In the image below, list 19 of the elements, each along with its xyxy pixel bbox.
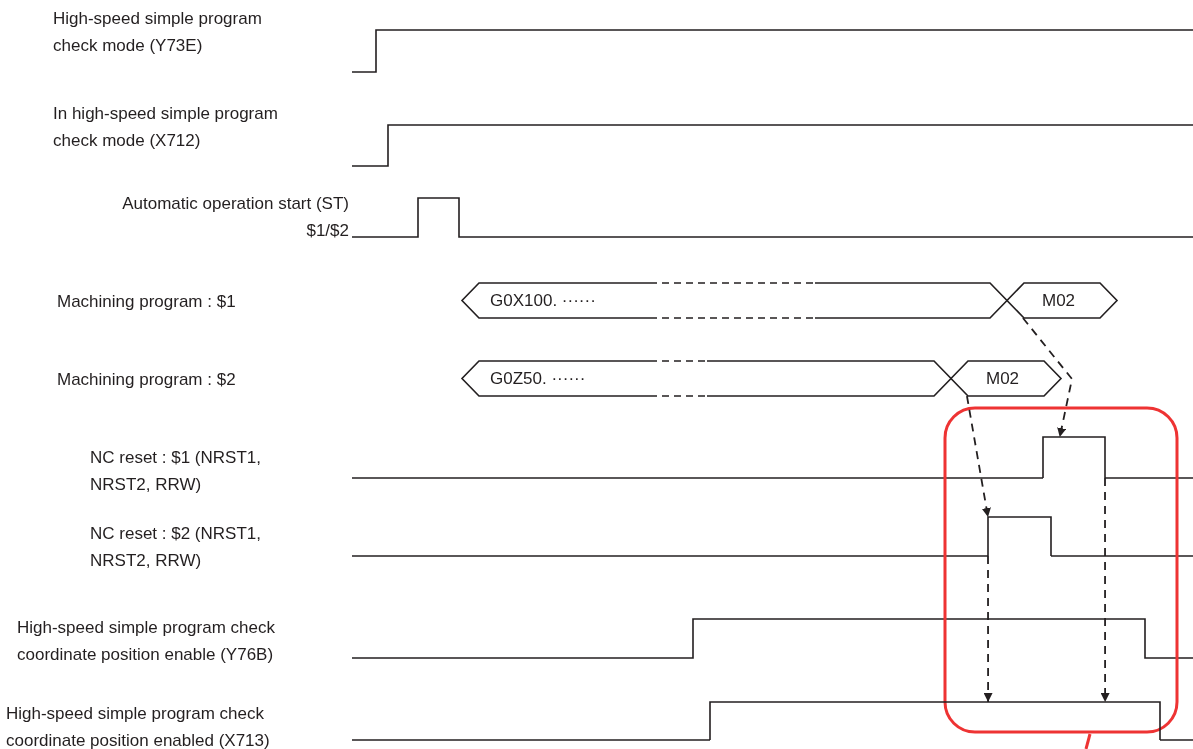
signal-name: In high-speed simple program check mode (X712): [53, 103, 279, 152]
program-name: Machining program : $1: [57, 291, 236, 313]
program-segment: G0Z50. ······: [462, 361, 951, 396]
signal-name: High-speed simple program check coordinate position enable (Y76B): [17, 617, 276, 666]
signal-pulse: [988, 517, 1051, 556]
signal-name: NC reset : $2 (NRST1, NRST2, RRW): [90, 523, 262, 572]
arrow: [983, 555, 993, 703]
arrow: [1022, 317, 1073, 438]
arrow: [1100, 477, 1110, 703]
signal-name: Automatic operation start (ST) $1/$2: [121, 193, 349, 242]
signal-name: NC reset : $1 (NRST1, NRST2, RRW): [90, 447, 262, 496]
signal-pulse: [710, 702, 1160, 740]
signal-name: High-speed simple program check coordinate position enabled (X713): [6, 703, 271, 749]
signal-pulse: [1043, 437, 1105, 478]
program-segment: M02: [951, 361, 1061, 396]
program-segment: M02: [1007, 283, 1117, 318]
program-segment: G0X100. ······: [462, 283, 1007, 318]
signal-name: High-speed simple program check mode (Y73E): [53, 8, 263, 57]
program-name: Machining program : $2: [57, 369, 236, 391]
